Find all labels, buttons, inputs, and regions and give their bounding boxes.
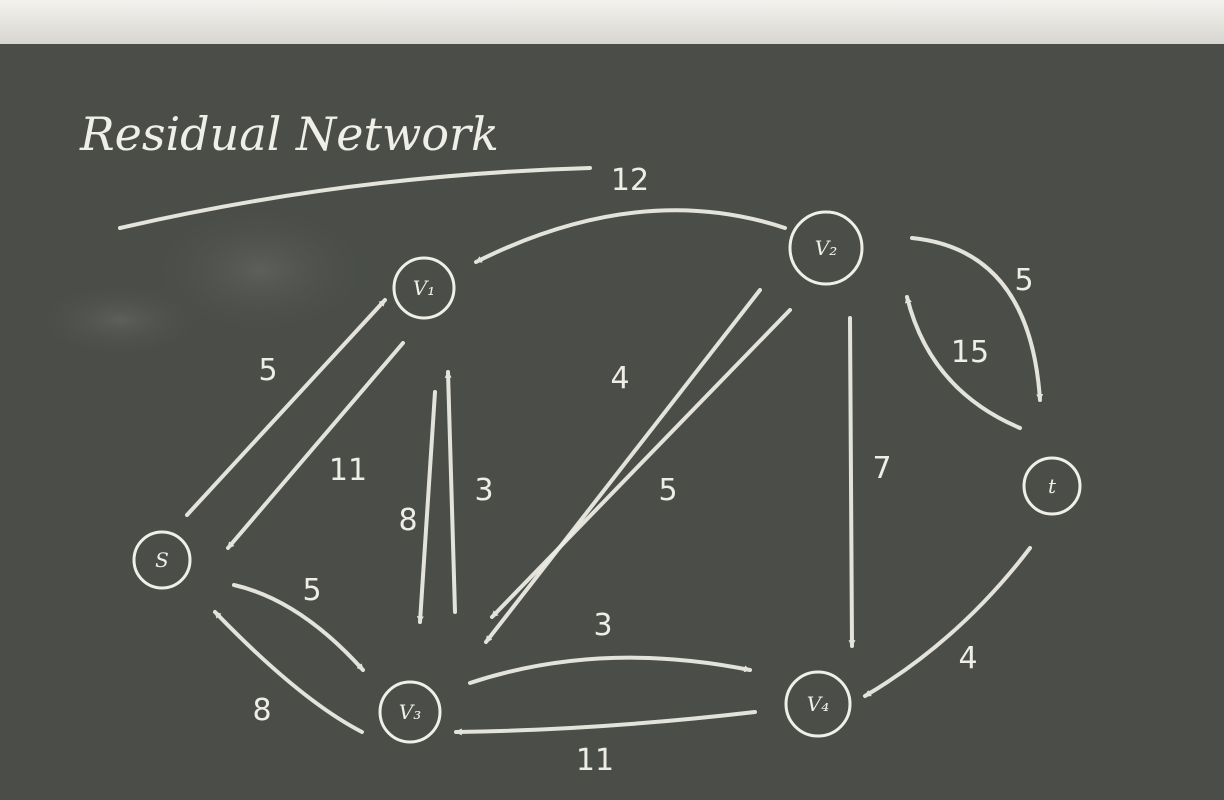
node-s: S: [132, 530, 192, 590]
node-v1: V₁: [392, 256, 456, 320]
node-v3: V₃: [378, 680, 442, 744]
edge-v3-to-v1: [444, 370, 457, 614]
nodes-layer: S V₁ V₂ V₃ V₄ t: [132, 210, 1082, 744]
edge-v2-to-t: [910, 236, 1044, 402]
node-circle: [392, 256, 456, 320]
chalk-smudge: [30, 280, 210, 360]
node-label: V₂: [815, 236, 837, 260]
edge-v2-to-v1: [474, 208, 787, 264]
edge-capacity-label: 5: [302, 573, 321, 608]
edge-capacity-label: 5: [658, 473, 677, 508]
node-label: S: [155, 548, 169, 572]
node-circle: [788, 210, 864, 286]
edge-capacity-label: 15: [951, 335, 989, 370]
edge-v1-to-s: [226, 341, 405, 550]
diagram-title: Residual Network: [79, 107, 499, 161]
edge-v3-to-v4: [468, 655, 752, 685]
edge-s-to-v3: [232, 583, 365, 672]
edge-capacity-label: 8: [252, 693, 271, 728]
edge-capacity-label: 5: [1014, 263, 1033, 298]
edge-capacity-label: 3: [474, 473, 493, 508]
edge-capacity-label: 8: [398, 503, 417, 538]
board-top-frame: [0, 0, 1224, 44]
edge-t-to-v4: [863, 546, 1032, 698]
node-v2: V₂: [788, 210, 864, 286]
edge-v2-to-v4: [848, 316, 856, 648]
edge-capacity-label: 3: [593, 608, 612, 643]
edge-v2-to-v3: [484, 288, 762, 644]
edge-capacity-label: 11: [329, 453, 367, 488]
edges-layer: [185, 208, 1044, 736]
edge-t-to-v2: [905, 295, 1022, 430]
edge-s-to-v1: [185, 298, 387, 517]
node-circle: [132, 530, 192, 590]
title-underline: [118, 166, 592, 230]
node-circle: [784, 670, 852, 738]
node-t: t: [1022, 456, 1082, 516]
edge-capacity-label: 4: [610, 361, 629, 396]
node-circle: [1022, 456, 1082, 516]
edge-labels-layer: 12 5 11 8 3 4 5 7 5 15 8 5 3 11 4: [252, 163, 1033, 778]
edge-v4-to-v3: [454, 710, 757, 736]
edge-capacity-label: 5: [258, 353, 277, 388]
edge-v2-to-v3: [490, 308, 792, 619]
node-label: t: [1048, 474, 1057, 498]
edge-capacity-label: 7: [872, 451, 891, 486]
edge-capacity-label: 11: [576, 743, 614, 778]
node-label: V₃: [399, 700, 421, 724]
edge-capacity-label: 12: [611, 163, 649, 198]
edge-v1-to-v3: [416, 390, 437, 624]
edge-capacity-label: 4: [958, 641, 977, 676]
node-label: V₁: [413, 276, 435, 300]
node-circle: [378, 680, 442, 744]
node-v4: V₄: [784, 670, 852, 738]
edge-v3-to-s: [213, 610, 364, 734]
node-label: V₄: [807, 692, 829, 716]
